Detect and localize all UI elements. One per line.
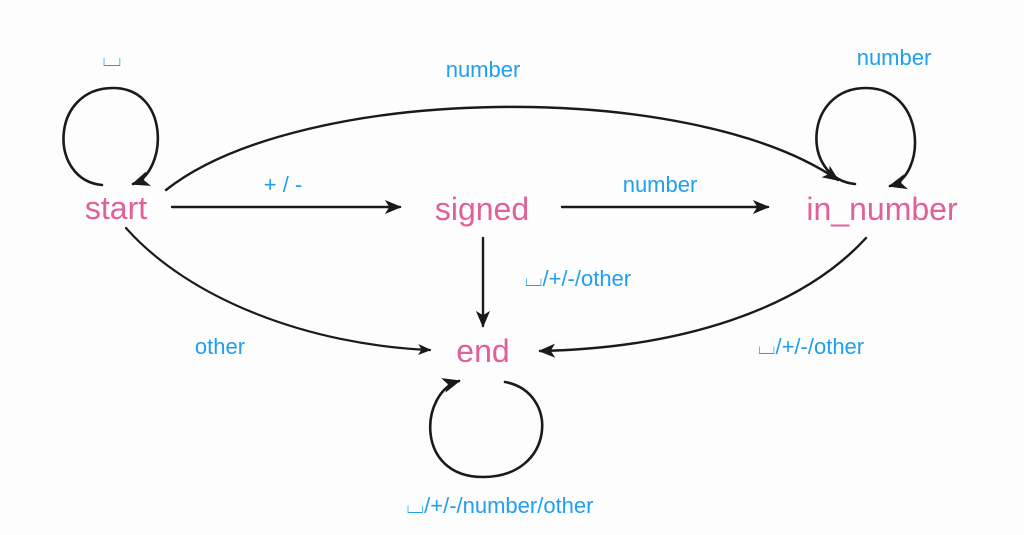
label-start-in-number: number [445, 57, 521, 82]
label-start-end: other [194, 334, 246, 359]
label-signed-in-number: number [622, 172, 698, 197]
state-in-number[interactable]: in_number [806, 191, 958, 227]
state-start[interactable]: start [84, 190, 148, 226]
label-start-self: ⌴ [102, 45, 122, 72]
edge-start-self [62, 86, 160, 187]
label-signed-end: ⌴/+/-/other [524, 266, 632, 291]
label-start-signed: + / - [263, 172, 303, 197]
edge-in-number-self [815, 86, 917, 190]
state-signed[interactable]: signed [434, 191, 530, 227]
state-end[interactable]: end [456, 333, 510, 369]
label-in-number-end: ⌴/+/-/other [757, 334, 865, 359]
label-end-self: ⌴/+/-/number/other [406, 493, 594, 518]
label-in-number-self: number [856, 45, 932, 70]
edge-end-self [429, 378, 544, 479]
edge-start-end [124, 226, 432, 356]
